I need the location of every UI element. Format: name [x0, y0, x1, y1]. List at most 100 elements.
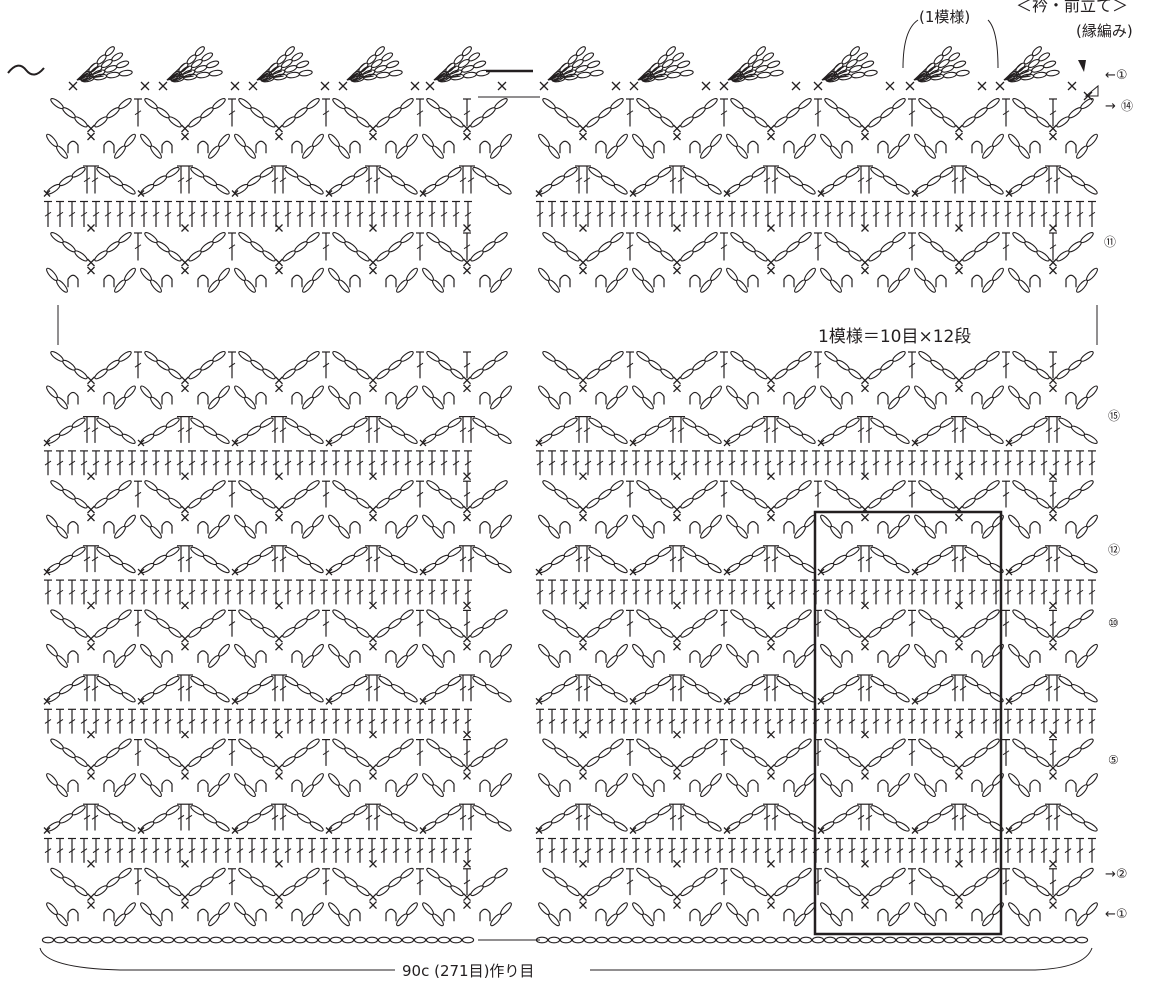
- chain-stitch: [588, 546, 603, 558]
- chain-stitch: [431, 525, 445, 540]
- chain-stitch: [73, 115, 88, 128]
- chain-stitch: [437, 106, 452, 119]
- chain-stitch: [1058, 675, 1073, 687]
- picot-loop: [748, 522, 758, 534]
- chain-stitch: [1076, 937, 1087, 943]
- chain-stitch: [870, 546, 885, 558]
- chain-stitch: [243, 145, 257, 160]
- chain-stitch: [149, 525, 163, 540]
- chain-stitch: [105, 746, 120, 759]
- chain-stitch: [49, 350, 64, 363]
- chain-stitch: [499, 133, 513, 148]
- chain-stitch: [565, 249, 580, 262]
- chain-stitch: [547, 396, 561, 411]
- chain-stitch: [682, 804, 697, 816]
- chain-stitch: [926, 554, 941, 566]
- picot-loop: [256, 780, 266, 792]
- picot-loop: [784, 275, 794, 287]
- single-crochet-stitch: [182, 902, 189, 909]
- single-crochet-stitch: [580, 772, 587, 779]
- single-crochet-stitch: [370, 377, 377, 384]
- chain-stitch: [284, 546, 299, 558]
- chain-stitch: [1083, 433, 1098, 445]
- chain-stitch: [968, 937, 979, 943]
- end-marker-icon: [1086, 86, 1098, 96]
- single-crochet-stitch: [370, 514, 377, 521]
- single-crochet-stitch: [182, 133, 189, 140]
- chain-stitch: [105, 488, 120, 501]
- chain-stitch: [1067, 875, 1082, 888]
- chain-stitch: [897, 772, 911, 787]
- chain-stitch: [61, 106, 76, 119]
- chain-stitch: [657, 166, 673, 179]
- chain-stitch: [860, 937, 871, 943]
- chain-stitch: [939, 416, 954, 428]
- chain-stitch: [284, 416, 299, 428]
- picot-loop: [480, 909, 490, 921]
- chain-stitch: [709, 385, 723, 400]
- single-crochet-stitch: [231, 82, 239, 90]
- single-crochet-stitch: [862, 133, 869, 140]
- picot-loop: [690, 392, 700, 404]
- picot-loop: [444, 651, 454, 663]
- single-crochet-stitch: [814, 82, 822, 90]
- chain-stitch: [1020, 554, 1035, 566]
- chain-stitch: [647, 106, 662, 119]
- single-crochet-stitch: [88, 602, 95, 609]
- picot-loop: [878, 275, 888, 287]
- single-crochet-stitch: [276, 514, 283, 521]
- chain-stitch: [152, 554, 167, 566]
- single-crochet-stitch: [464, 602, 471, 609]
- chain-stitch: [93, 367, 108, 380]
- chain-stitch: [751, 546, 766, 558]
- single-crochet-stitch: [768, 259, 775, 266]
- chain-stitch: [447, 546, 462, 558]
- chain-stitch: [729, 738, 744, 751]
- picot-loop: [162, 392, 172, 404]
- chain-stitch: [635, 231, 650, 244]
- chain-stitch: [1011, 608, 1026, 621]
- single-crochet-stitch: [630, 82, 638, 90]
- chain-stitch: [596, 937, 607, 943]
- chain-stitch: [694, 683, 709, 695]
- chain-stitch: [296, 812, 311, 824]
- single-crochet-stitch: [580, 267, 587, 274]
- chain-stitch: [222, 937, 233, 943]
- chain-stitch: [847, 497, 862, 510]
- chain-stitch: [801, 183, 817, 196]
- chain-stitch: [948, 51, 961, 62]
- picot-loop: [654, 141, 664, 153]
- chain-stitch: [73, 884, 88, 897]
- single-crochet-stitch: [464, 514, 471, 521]
- chain-stitch: [121, 820, 136, 832]
- picot-loop: [972, 522, 982, 534]
- chain-stitch: [284, 804, 299, 816]
- chain-stitch: [641, 396, 655, 411]
- chain-stitch: [1011, 479, 1026, 492]
- chain-stitch: [647, 617, 662, 630]
- chain-stitch: [447, 166, 463, 179]
- chain-stitch: [249, 617, 264, 630]
- chain-stitch: [58, 174, 74, 187]
- picot-loop: [690, 780, 700, 792]
- chain-stitch: [1067, 359, 1082, 372]
- chain-stitch: [609, 867, 624, 880]
- chain-stitch: [425, 867, 440, 880]
- single-crochet-stitch: [370, 764, 377, 771]
- chain-stitch: [897, 267, 911, 282]
- picot-loop: [198, 392, 208, 404]
- chain-stitch: [259, 546, 274, 558]
- chain-stitch: [399, 608, 414, 621]
- chain-stitch: [1035, 115, 1050, 128]
- chain-stitch: [797, 97, 812, 110]
- chain-stitch: [378, 546, 393, 558]
- chain-stitch: [753, 249, 768, 262]
- single-crochet-stitch: [276, 133, 283, 140]
- chain-stitch: [1028, 937, 1039, 943]
- chain-stitch: [437, 240, 452, 253]
- chain-stitch: [291, 51, 304, 62]
- single-crochet-stitch: [768, 602, 775, 609]
- chain-stitch: [353, 546, 368, 558]
- chain-stitch: [547, 279, 561, 294]
- chain-stitch: [399, 738, 414, 751]
